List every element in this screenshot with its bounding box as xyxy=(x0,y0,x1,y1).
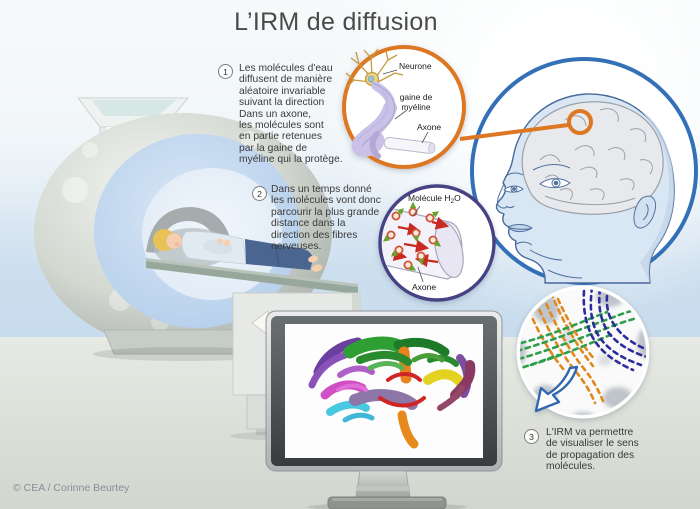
face-features xyxy=(497,164,656,279)
step-1-number-badge: 1 xyxy=(218,64,233,79)
molecule-label-suffix: O xyxy=(454,193,461,203)
direction-arrow-icon xyxy=(534,365,579,413)
molecule-axon-label: Axone xyxy=(412,282,437,292)
water-molecules xyxy=(382,201,442,271)
molecule-inset xyxy=(378,184,496,302)
mri-head-coil xyxy=(146,207,233,253)
patient xyxy=(153,229,323,272)
brain-illustration xyxy=(521,101,664,215)
myelin-label: gaine de myéline xyxy=(399,92,433,112)
head-inset xyxy=(459,57,698,285)
neuron-dendrites xyxy=(345,48,404,88)
patient-head xyxy=(165,232,183,250)
inset-pointer-lines xyxy=(412,205,424,283)
credit-text: © CEA / Corinne Beurtey xyxy=(13,482,130,494)
step-3-number-badge: 3 xyxy=(524,429,539,444)
zoom-target-ring xyxy=(567,109,593,135)
brain-tractography xyxy=(308,336,476,449)
monitor xyxy=(265,310,503,509)
page-title: L’IRM de diffusion xyxy=(234,8,438,36)
molecule-label-subscript: 2 xyxy=(450,198,455,205)
inset-pointer-lines xyxy=(382,69,429,144)
step-2-text: Dans un temps donné les molécules vont d… xyxy=(271,184,381,253)
diffusion-arrows-red xyxy=(391,216,450,268)
molecule-label: Molécule H2O xyxy=(408,193,461,207)
neurone-label: Neurone xyxy=(399,61,432,71)
molecule-label-prefix: Molécule H xyxy=(408,193,451,203)
step-1-text: Les molécules d'eau diffusent de manière… xyxy=(239,63,343,166)
patient-legs xyxy=(245,239,313,270)
fiber-inset xyxy=(516,285,650,419)
step-3-text: L'IRM va permettre de visualiser le sens… xyxy=(546,427,639,473)
step-2-number-badge: 2 xyxy=(252,186,267,201)
monitor-stand xyxy=(307,470,467,509)
fiber-dashes-orange xyxy=(527,291,605,405)
axon-rod xyxy=(383,136,436,154)
axon-label: Axone xyxy=(417,122,442,132)
scan-table xyxy=(146,258,358,294)
neuron-inset xyxy=(342,45,466,169)
fiber-dashes-blue xyxy=(582,289,646,372)
zoom-connector-line xyxy=(459,123,569,141)
